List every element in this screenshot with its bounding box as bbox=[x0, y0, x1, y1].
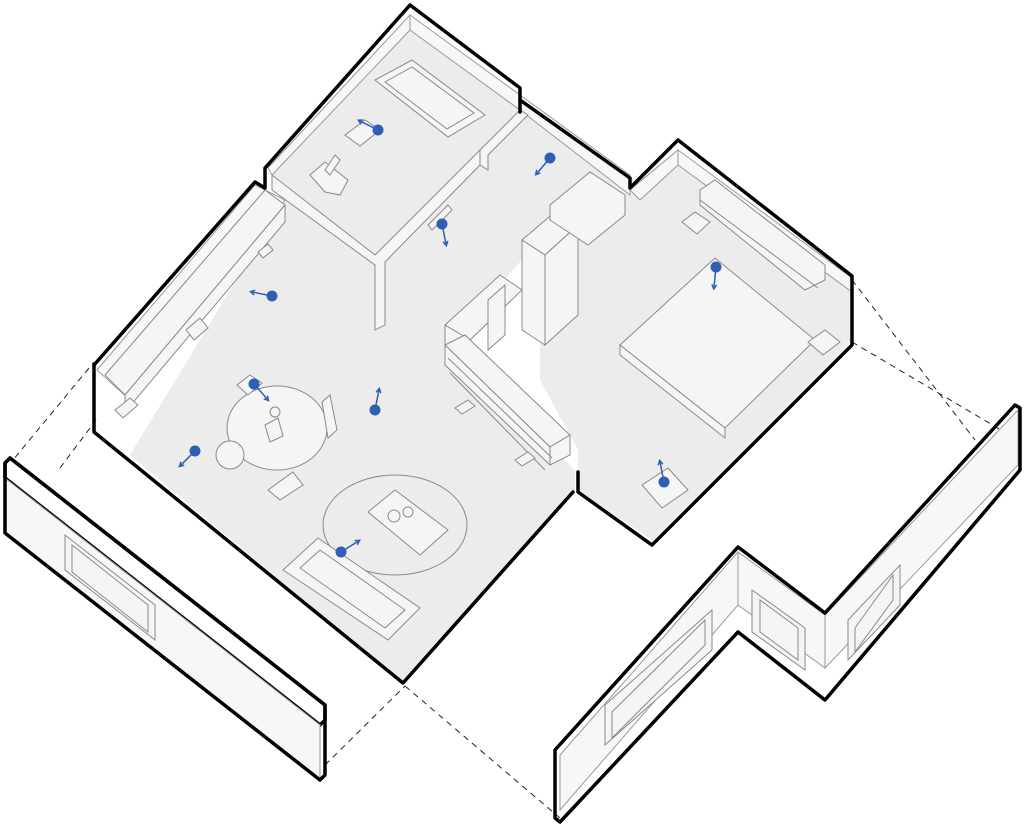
viewpoint-dot[interactable] bbox=[266, 290, 278, 302]
viewpoint-marker[interactable] bbox=[534, 152, 556, 176]
dining-stool bbox=[215, 440, 245, 470]
viewpoint-arrowhead bbox=[248, 289, 256, 296]
viewpoint-dot[interactable] bbox=[189, 445, 201, 457]
bathtub-inner bbox=[384, 66, 475, 130]
coffee-table bbox=[367, 489, 449, 556]
viewpoint-arrowhead bbox=[178, 461, 185, 468]
bedroom-wardrobe bbox=[487, 283, 506, 352]
bed-headboard bbox=[699, 179, 826, 291]
viewpoint-arrowhead bbox=[263, 395, 270, 402]
shelf-cube-2 bbox=[514, 451, 536, 467]
detached-wall-right bbox=[553, 403, 1022, 824]
bedroom-desk bbox=[641, 467, 689, 509]
viewpoint-markers bbox=[178, 119, 722, 558]
viewpoint-arrowhead bbox=[657, 458, 664, 466]
viewpoint-arrowhead bbox=[711, 283, 718, 291]
viewpoint-marker[interactable] bbox=[335, 539, 361, 558]
projection-lines bbox=[7, 279, 1019, 819]
bookshelf-shelf-1 bbox=[447, 357, 553, 459]
viewpoint-marker[interactable] bbox=[657, 458, 670, 488]
detached-wall-left bbox=[3, 456, 327, 782]
viewpoint-arrowhead bbox=[375, 386, 382, 394]
bath-partition-front bbox=[271, 148, 481, 331]
bath-cabinet bbox=[324, 154, 341, 176]
wardrobe-right bbox=[544, 223, 579, 347]
viewpoint-dot[interactable] bbox=[436, 218, 448, 230]
bathtub bbox=[374, 59, 486, 138]
viewpoint-arrowhead bbox=[354, 539, 361, 546]
coffee-item-2 bbox=[402, 506, 414, 518]
floor-hall bbox=[375, 110, 630, 345]
window-right-3 bbox=[847, 563, 901, 662]
viewpoint-dot[interactable] bbox=[710, 261, 722, 273]
wardrobe-left bbox=[521, 239, 546, 346]
viewpoint-marker[interactable] bbox=[710, 261, 722, 291]
table-item-2 bbox=[269, 406, 281, 418]
outer-wall-left-bottom bbox=[92, 363, 575, 685]
bed-side bbox=[619, 343, 726, 440]
viewpoint-marker[interactable] bbox=[178, 445, 201, 468]
bookshelf-side bbox=[549, 434, 571, 466]
outer-wall-left bbox=[92, 3, 854, 547]
window-right-1 bbox=[604, 608, 713, 747]
nightstand-left bbox=[681, 211, 711, 235]
window-left bbox=[64, 533, 156, 642]
sofa-base bbox=[282, 537, 421, 641]
dining-chair-2 bbox=[321, 394, 338, 439]
floor-plan bbox=[92, 3, 854, 685]
viewpoint-marker[interactable] bbox=[248, 378, 270, 402]
counter-end bbox=[114, 397, 139, 419]
floor-bathroom bbox=[272, 30, 520, 260]
viewpoint-dot[interactable] bbox=[372, 124, 384, 136]
viewpoint-arrowhead bbox=[356, 119, 364, 125]
table-item-1 bbox=[264, 417, 284, 443]
dining-chair-3 bbox=[267, 471, 304, 501]
window-right-2 bbox=[751, 589, 806, 671]
coffee-item-1 bbox=[387, 509, 401, 523]
counter-sink bbox=[185, 317, 209, 341]
counter-item bbox=[257, 243, 274, 259]
headboard-line bbox=[699, 199, 819, 289]
viewpoint-dot[interactable] bbox=[369, 404, 381, 416]
viewpoint-marker[interactable] bbox=[356, 119, 384, 136]
toilet bbox=[309, 161, 349, 196]
viewpoint-marker[interactable] bbox=[369, 386, 382, 416]
viewpoint-arrowhead bbox=[534, 169, 541, 176]
nightstand-right bbox=[807, 329, 841, 356]
viewpoint-dot[interactable] bbox=[658, 476, 670, 488]
bath-door-frame bbox=[427, 204, 453, 231]
viewpoint-dot[interactable] bbox=[335, 546, 347, 558]
fridge bbox=[549, 171, 626, 246]
floor-left bbox=[130, 200, 575, 683]
shelf-cube-1 bbox=[454, 399, 476, 415]
viewpoint-marker[interactable] bbox=[248, 289, 278, 302]
living-rug bbox=[322, 474, 468, 576]
viewpoint-marker[interactable] bbox=[436, 218, 449, 248]
viewpoint-arrowhead bbox=[442, 240, 449, 248]
viewpoint-dot[interactable] bbox=[248, 378, 260, 390]
viewpoint-dot[interactable] bbox=[544, 152, 556, 164]
sofa-seat bbox=[299, 549, 406, 629]
